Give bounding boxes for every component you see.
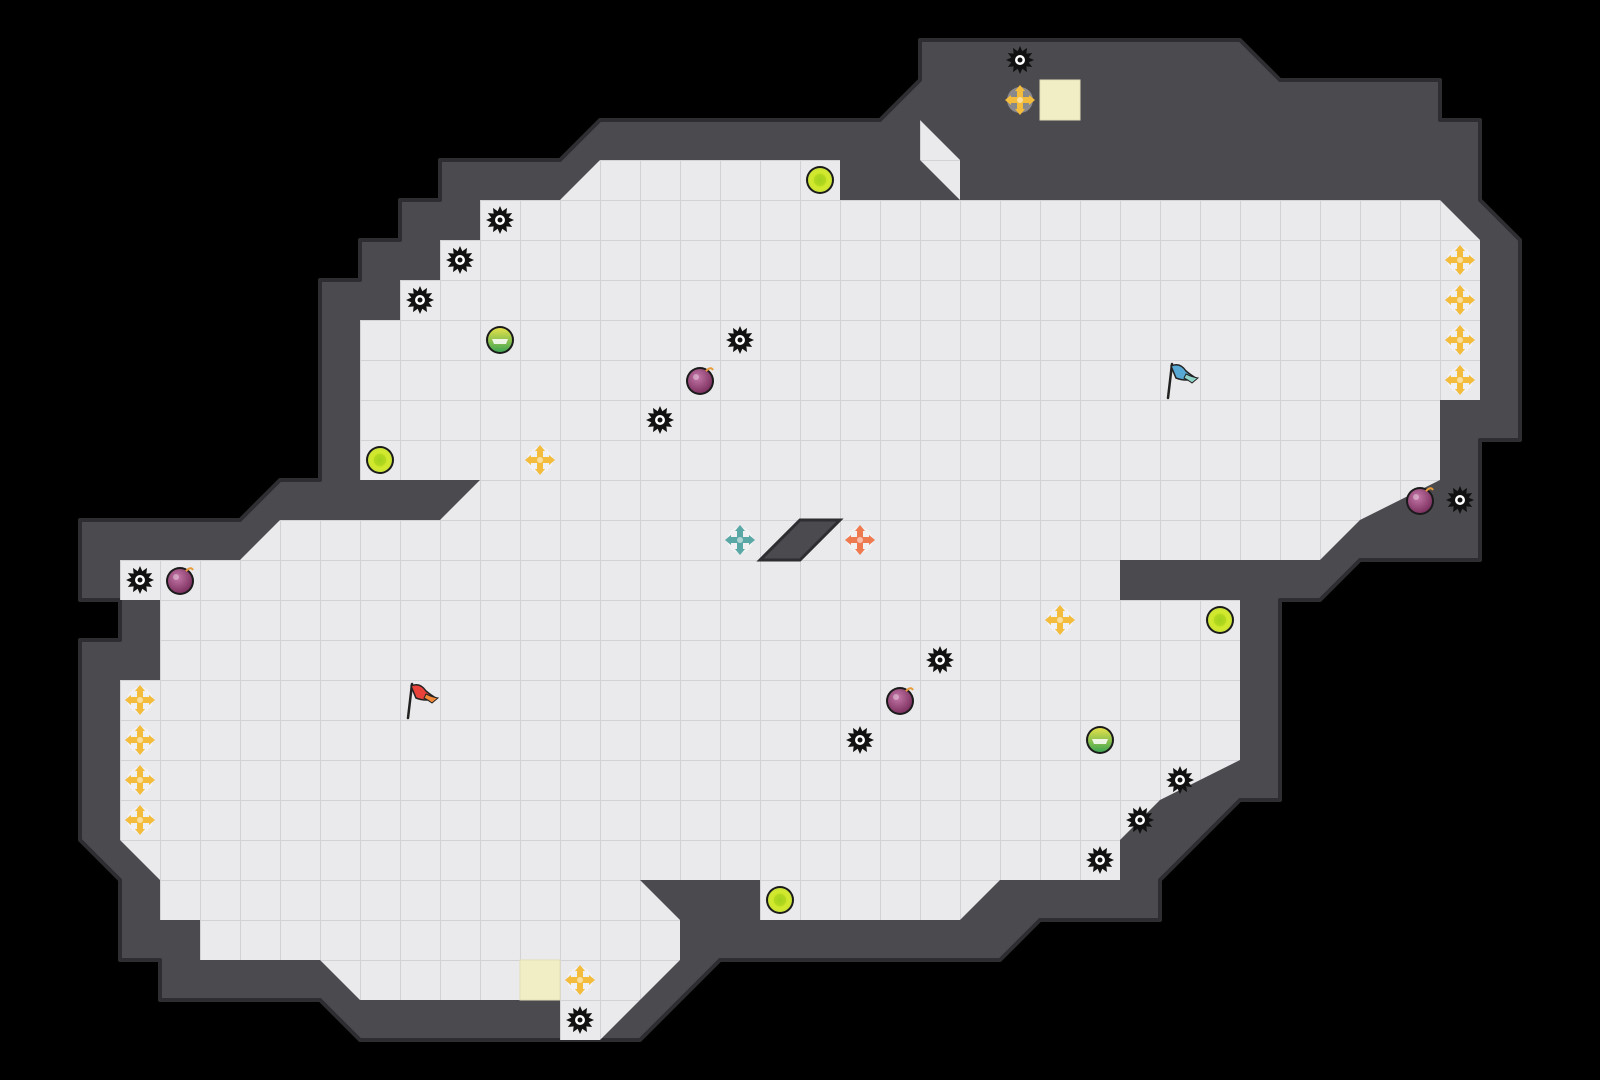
- spike-icon: [846, 726, 874, 754]
- yellow-boost-icon: [565, 965, 595, 995]
- tiles-layer: [125, 46, 1475, 1034]
- blue-flag-icon: [1166, 362, 1200, 400]
- spike-icon: [1006, 46, 1034, 74]
- yellow-boost-icon: [1445, 365, 1475, 395]
- spike-icon: [406, 286, 434, 314]
- yellow-boost-icon: [1005, 85, 1035, 115]
- spike-icon: [486, 206, 514, 234]
- spike-icon: [926, 646, 954, 674]
- bomb-icon: [1406, 487, 1434, 515]
- yellow-boost-icon: [1045, 605, 1075, 635]
- spike-icon: [726, 326, 754, 354]
- juke-juice-icon: [486, 326, 514, 354]
- spike-icon: [1126, 806, 1154, 834]
- powerup-icon: [1206, 606, 1234, 634]
- orange-boost-icon: [845, 525, 875, 555]
- powerup-icon: [766, 886, 794, 914]
- yellow-boost-icon: [125, 725, 155, 755]
- yellow-boost-icon: [525, 445, 555, 475]
- yellow-boost-icon: [1445, 245, 1475, 275]
- spike-icon: [446, 246, 474, 274]
- spike-icon: [126, 566, 154, 594]
- powerup-icon: [366, 446, 394, 474]
- teal-boost-icon: [725, 525, 755, 555]
- spike-icon: [1446, 486, 1474, 514]
- bomb-icon: [886, 687, 914, 715]
- spike-icon: [646, 406, 674, 434]
- highlight-tile: [1039, 79, 1081, 121]
- yellow-boost-icon: [125, 765, 155, 795]
- bomb-icon: [686, 367, 714, 395]
- spike-icon: [566, 1006, 594, 1034]
- yellow-boost-icon: [1445, 285, 1475, 315]
- highlight-tile: [519, 959, 561, 1001]
- red-flag-icon: [406, 682, 440, 720]
- spike-icon: [1166, 766, 1194, 794]
- interior-wall: [756, 518, 844, 562]
- yellow-boost-icon: [125, 685, 155, 715]
- powerup-icon: [806, 166, 834, 194]
- juke-juice-icon: [1086, 726, 1114, 754]
- floor-layer: [120, 80, 1480, 1040]
- yellow-boost-icon: [125, 805, 155, 835]
- yellow-boost-icon: [1445, 325, 1475, 355]
- bomb-icon: [166, 567, 194, 595]
- spike-icon: [1086, 846, 1114, 874]
